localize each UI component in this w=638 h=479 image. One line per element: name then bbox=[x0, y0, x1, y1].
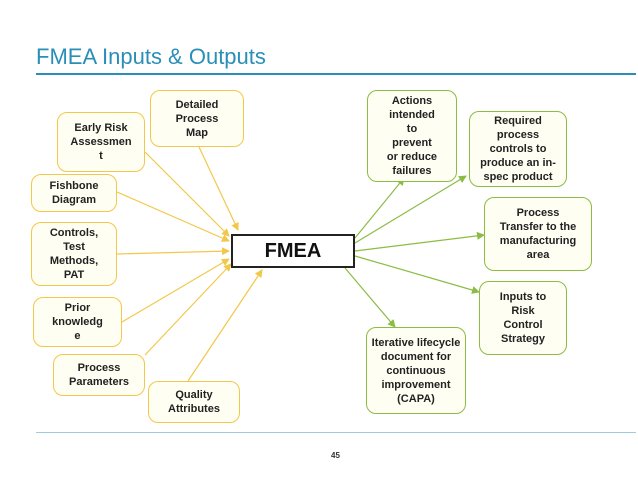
input-detailed-process-map: Detailed Process Map bbox=[150, 90, 244, 147]
arrow-quality-attributes bbox=[187, 269, 263, 382]
input-controls-test-methods-pat: Controls, Test Methods, PAT bbox=[31, 222, 117, 286]
arrow-prior-knowledge bbox=[121, 258, 230, 323]
arrow-actions bbox=[354, 177, 405, 239]
output-required-process-controls: Required process controls to produce an … bbox=[469, 111, 567, 187]
arrow-risk-control bbox=[354, 255, 480, 294]
footer-divider bbox=[36, 432, 636, 433]
title-divider bbox=[36, 73, 636, 75]
input-early-risk-assessment: Early Risk Assessmen t bbox=[57, 112, 145, 172]
arrow-iterative-lifecycle bbox=[344, 267, 396, 328]
page-number: 45 bbox=[331, 451, 340, 460]
input-fishbone-diagram: Fishbone Diagram bbox=[31, 174, 117, 212]
output-actions-prevent-failures: Actions intended to prevent or reduce fa… bbox=[367, 90, 457, 182]
arrow-detailed-process-map bbox=[198, 146, 239, 231]
input-prior-knowledge: Prior knowledg e bbox=[33, 297, 122, 347]
arrow-fishbone-diagram bbox=[116, 191, 230, 242]
output-iterative-lifecycle-document: Iterative lifecycle document for continu… bbox=[366, 327, 466, 414]
input-process-parameters: Process Parameters bbox=[53, 354, 145, 396]
input-quality-attributes: Quality Attributes bbox=[148, 381, 240, 423]
page-title: FMEA Inputs & Outputs bbox=[36, 44, 266, 69]
output-process-transfer: Process Transfer to the manufacturing ar… bbox=[484, 197, 592, 271]
arrow-required-controls bbox=[354, 175, 467, 244]
output-inputs-risk-control-strategy: Inputs to Risk Control Strategy bbox=[479, 281, 567, 355]
arrow-process-parameters bbox=[144, 263, 232, 356]
arrow-early-risk-assessment bbox=[144, 151, 230, 237]
fmea-center-node: FMEA bbox=[231, 234, 355, 268]
arrow-process-transfer bbox=[354, 231, 485, 252]
arrow-controls-test-methods bbox=[116, 247, 230, 256]
